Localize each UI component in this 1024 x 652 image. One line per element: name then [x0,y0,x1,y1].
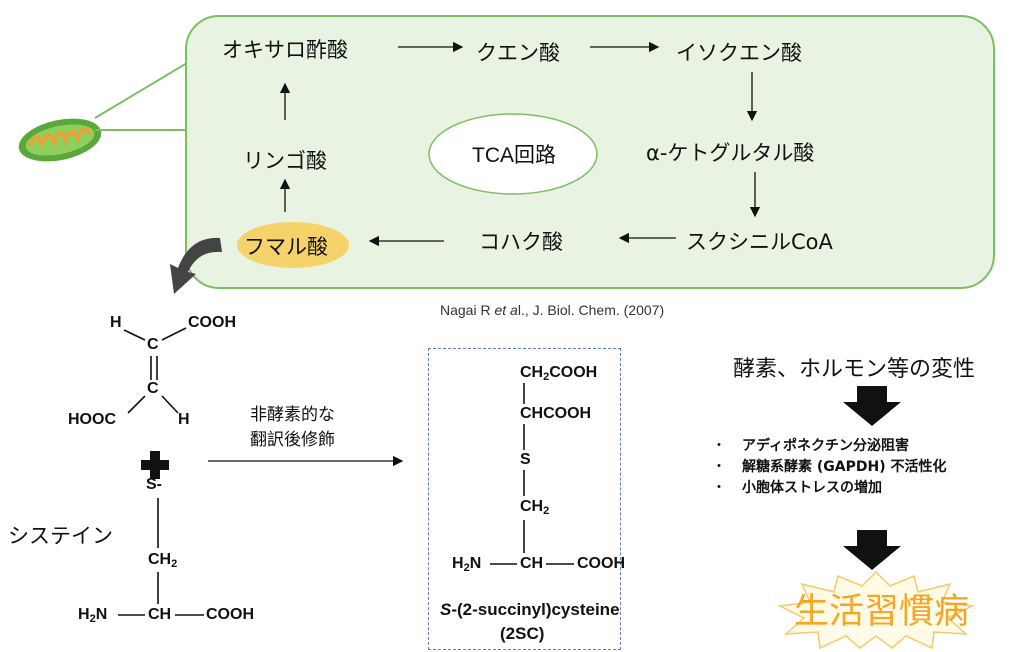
alpha-ketoglutarate-label: α-ケトグルタル酸 [646,141,815,165]
tca-oval [428,113,598,195]
reaction-label-line2: 翻訳後修飾 [250,430,335,450]
succinyl-coa-label: スクシニルCoA [686,230,833,254]
down-arrow-icon [843,386,901,426]
consequence-list: ・アディポネクチン分泌阻害 ・解糖系酵素 (GAPDH) 不活性化 ・小胞体スト… [712,436,946,499]
fumarate-highlight [237,222,349,268]
product-s: S [520,451,531,468]
cysteine-name: システイン [8,524,113,548]
malate-label: リンゴ酸 [243,149,327,173]
product-ch2: CH2 [520,498,550,517]
cysteine-ch: CH [148,606,172,623]
product-h2n: H2N [452,555,482,574]
cysteine-cooh: COOH [206,606,254,623]
product-box [428,348,621,650]
fumarate-c-bottom: C [147,380,159,397]
product-chcooh: CHCOOH [520,405,592,422]
succinate-label: コハク酸 [479,230,563,254]
product-name: S-(2-succinyl)cysteine [440,600,620,619]
mitochondrion-icon [18,118,102,162]
cysteine-s: S- [146,476,162,493]
fumarate-hooc: HOOC [68,411,116,428]
isocitrate-label: イソクエン酸 [676,41,802,65]
fumarate-cooh-top: COOH [188,314,236,331]
burst-icon [778,570,974,650]
cysteine-ch2: CH2 [148,551,178,570]
curved-arrow-icon [170,237,222,294]
fumarate-c-top: C [147,336,159,353]
outcome-label: 生活習慣病 [794,592,970,632]
citation: Nagai R et al., J. Biol. Chem. (2007) [440,302,665,318]
cysteine-h2n: H2N [78,606,108,625]
oxaloacetate-label: オキサロ酢酸 [222,38,348,62]
tca-cycle-label: TCA回路 [472,144,556,167]
consequence-item: ・アディポネクチン分泌阻害 [712,438,910,454]
citrate-label: クエン酸 [476,41,560,65]
consequence-item: ・小胞体ストレスの増加 [712,480,882,496]
product-ch: CH [520,555,544,572]
product-abbrev: (2SC) [500,624,545,643]
fumarate-label: フマル酸 [244,235,328,259]
product-ch2cooh: CH2COOH [520,364,598,383]
reaction-label-line1: 非酵素的な [250,405,335,425]
down-arrow-icon-2 [843,530,901,570]
product-cooh: COOH [577,555,625,572]
consequence-heading: 酵素、ホルモン等の変性 [733,357,976,382]
fumarate-h-bottom: H [178,411,190,428]
plus-icon [141,451,169,479]
consequence-item: ・解糖系酵素 (GAPDH) 不活性化 [712,459,947,475]
fumarate-h-top: H [110,314,122,331]
